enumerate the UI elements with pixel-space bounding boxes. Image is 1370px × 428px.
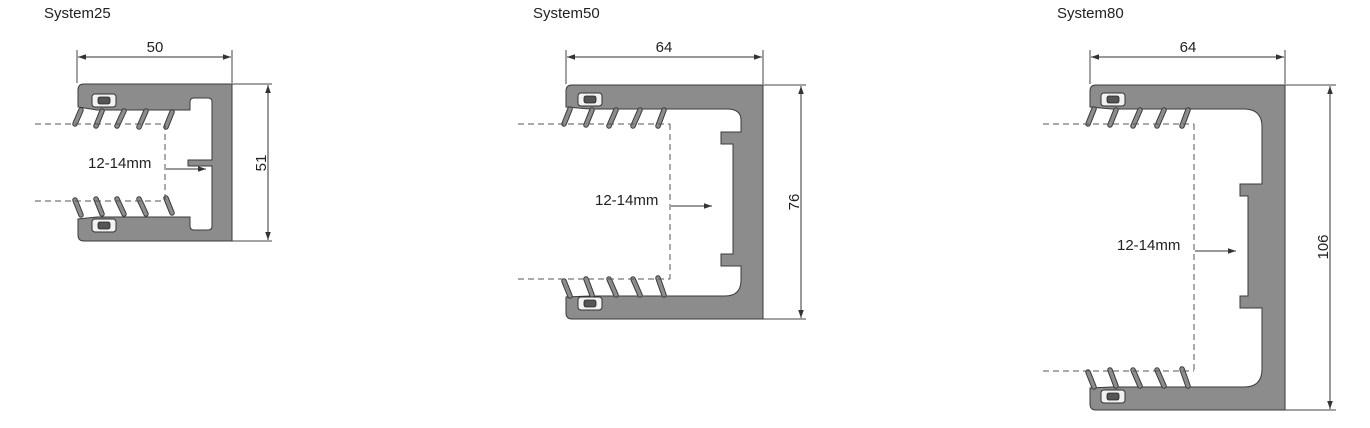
system50-height-label: 76: [786, 194, 803, 211]
system50-gap-label: 12-14mm: [595, 192, 658, 209]
system80-width-label: 64: [1180, 39, 1197, 56]
system80-gap-label: 12-14mm: [1117, 237, 1180, 254]
system25-gap-label: 12-14mm: [88, 155, 151, 172]
system25-drawing: 50 51: [35, 39, 272, 242]
system50-profile: [565, 84, 764, 320]
system25-width-label: 50: [147, 39, 164, 56]
system50-title: System50: [533, 5, 600, 22]
system25-height-label: 51: [253, 155, 270, 172]
system50-drawing: 64 76 12-14mm: [518, 39, 806, 320]
system80-profile: [1089, 84, 1286, 411]
system50-width-label: 64: [656, 39, 673, 56]
system25-title: System25: [44, 5, 111, 22]
system80-height-label: 106: [1315, 234, 1332, 259]
system80-drawing: 64 106 12-14mm: [1043, 39, 1336, 411]
system80-title: System80: [1057, 5, 1124, 22]
